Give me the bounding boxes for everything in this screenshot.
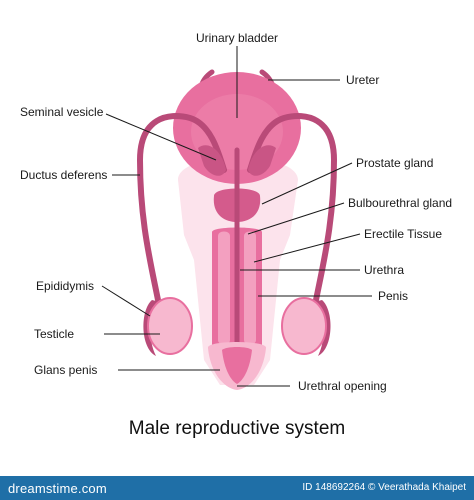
ductus-deferens-right bbox=[247, 113, 338, 303]
label-penis: Penis bbox=[378, 289, 408, 303]
ductus-deferens-left bbox=[136, 113, 227, 303]
label-urethra: Urethra bbox=[364, 263, 404, 277]
label-testicle: Testicle bbox=[34, 327, 74, 341]
leader-erectile-tissue bbox=[253, 233, 361, 263]
testicle-left bbox=[147, 297, 193, 355]
label-urethral-opening: Urethral opening bbox=[298, 379, 387, 393]
label-urinary-bladder: Urinary bladder bbox=[196, 31, 278, 45]
seminal-vesicle-left bbox=[198, 145, 226, 176]
erectile-tissue-left bbox=[218, 231, 230, 345]
footer-brand[interactable]: dreamstime.com bbox=[8, 481, 107, 496]
stock-footer: dreamstime.com ID 148692264 © Veerathada… bbox=[0, 476, 474, 500]
label-ureter: Ureter bbox=[346, 73, 379, 87]
diagram-caption: Male reproductive system bbox=[128, 418, 346, 439]
label-prostate-gland: Prostate gland bbox=[356, 156, 433, 170]
leader-lines bbox=[101, 46, 372, 387]
leader-epididymis bbox=[101, 285, 151, 317]
leader-bulbourethral-gland bbox=[247, 202, 345, 235]
label-seminal-vesicle: Seminal vesicle bbox=[20, 105, 104, 119]
glans-inner bbox=[222, 347, 252, 384]
leader-seminal-vesicle bbox=[105, 113, 217, 161]
erectile-tissue-right bbox=[244, 231, 256, 345]
leader-prostate-gland bbox=[261, 162, 353, 205]
label-ductus-deferens: Ductus deferens bbox=[20, 168, 107, 182]
testicle-right bbox=[281, 297, 327, 355]
seminal-vesicle-right bbox=[248, 145, 276, 176]
label-erectile-tissue: Erectile Tissue bbox=[364, 227, 442, 241]
male-reproductive-diagram: Urinary bladder Ureter Seminal vesicle P… bbox=[20, 31, 452, 393]
footer-credit: ID 148692264 © Veerathada Khaipet bbox=[302, 482, 466, 493]
epididymis-right bbox=[314, 300, 331, 356]
label-bulbourethral-gland: Bulbourethral gland bbox=[348, 196, 452, 210]
label-glans-penis: Glans penis bbox=[34, 363, 97, 377]
label-epididymis: Epididymis bbox=[36, 279, 94, 293]
